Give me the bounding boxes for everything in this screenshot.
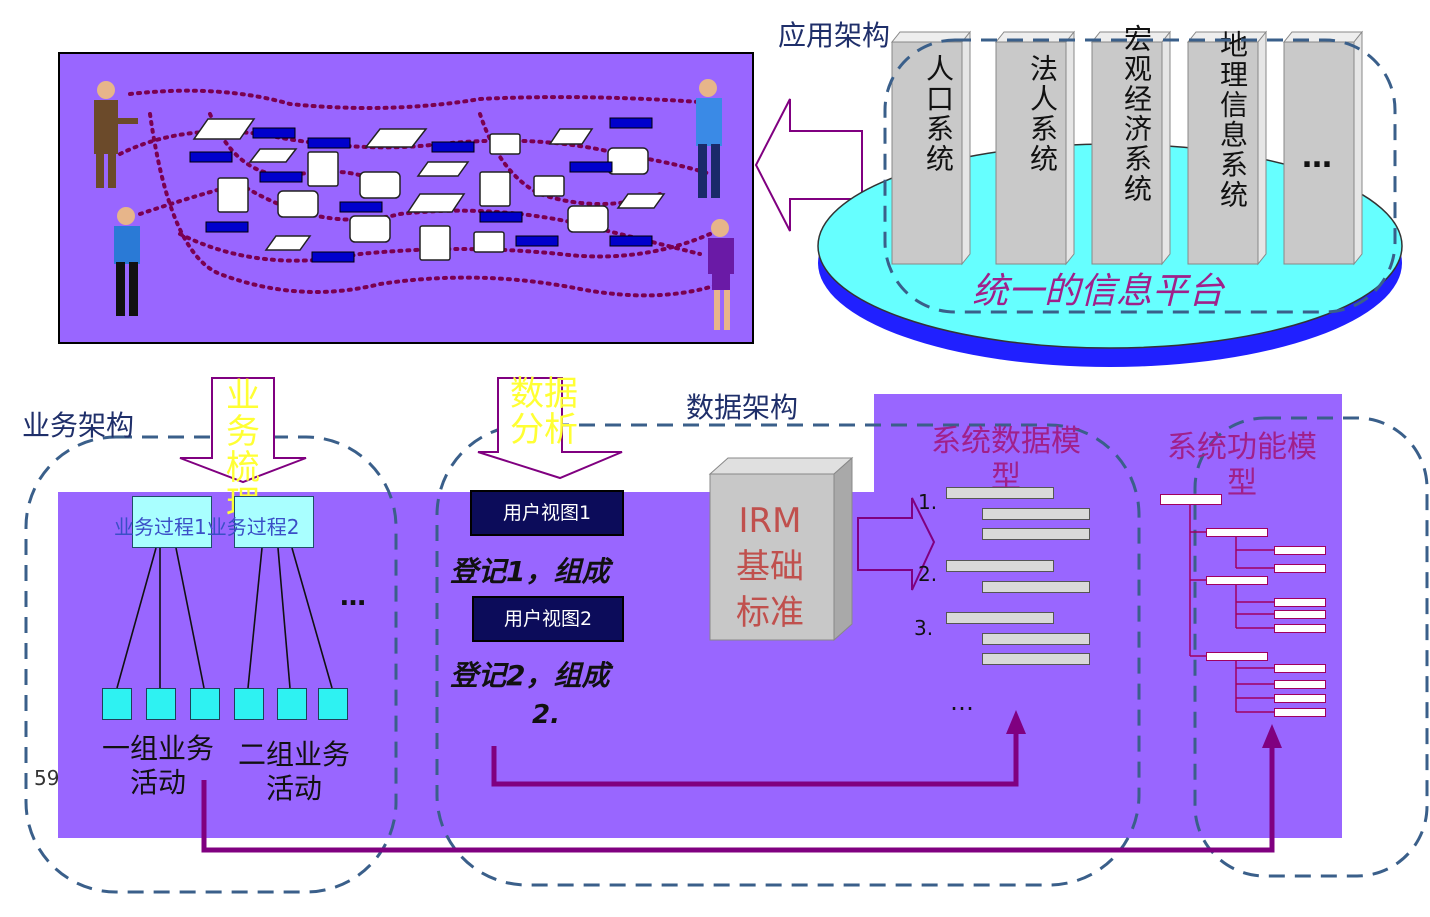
function-leaf-bar	[1274, 664, 1326, 673]
function-node-bar	[1206, 576, 1268, 585]
process-ellipsis: …	[340, 582, 366, 612]
business-process-2	[234, 496, 314, 548]
function-root-bar	[1160, 494, 1222, 505]
lower-panel	[58, 492, 1342, 838]
data-model-bar	[982, 633, 1090, 645]
system-label-legal-person: 法人系统	[1026, 54, 1059, 174]
function-leaf-bar	[1274, 694, 1326, 703]
info-platform-illustration	[817, 30, 1403, 367]
registration-2: 登记2，组成	[450, 659, 610, 692]
system-label-macro-economy: 宏观经济系统	[1120, 24, 1153, 204]
function-leaf-bar	[1274, 598, 1326, 607]
business-process-1	[132, 496, 212, 548]
user-view-1: 用户视图1	[470, 490, 624, 536]
activity-box	[146, 688, 176, 720]
person-icon	[94, 81, 138, 188]
platform-label: 统一的信息平台	[972, 271, 1225, 312]
process-scene-panel	[58, 52, 754, 344]
process-network-illustration	[94, 79, 734, 330]
user-view-2: 用户视图2	[472, 596, 624, 642]
system-function-model-title: 系统功能模型	[1167, 430, 1317, 501]
irm-label: IRM基础标准	[736, 501, 804, 633]
person-icon	[696, 79, 722, 198]
list-number-2: 2.	[918, 562, 938, 586]
function-leaf-bar	[1274, 546, 1326, 555]
business-arch-title: 业务架构	[22, 409, 135, 442]
data-model-bar	[982, 653, 1090, 665]
activity-box	[277, 688, 307, 720]
data-analysis-label: 数据分析	[510, 374, 578, 450]
registration-1: 登记1，组成	[450, 555, 610, 588]
function-leaf-bar	[1274, 610, 1326, 619]
function-leaf-bar	[1274, 564, 1326, 573]
page-number: 59	[34, 766, 60, 790]
function-leaf-bar	[1274, 680, 1326, 689]
activity-box	[102, 688, 132, 720]
person-icon	[114, 207, 140, 316]
system-label-geographic: 地理信息系统	[1216, 30, 1249, 210]
function-leaf-bar	[1274, 708, 1326, 717]
list-more: …	[950, 688, 974, 716]
data-model-bar	[946, 560, 1054, 572]
function-node-bar	[1206, 652, 1268, 661]
system-data-model-title: 系统数据模型	[931, 424, 1081, 495]
business-process-labels: 业务过程1业务过程2	[114, 515, 300, 539]
lower-panel-raised	[874, 394, 1342, 494]
system-label-population: 人口系统	[922, 54, 955, 174]
data-model-bar	[982, 508, 1090, 520]
function-node-bar	[1206, 528, 1268, 537]
activity-box	[318, 688, 348, 720]
activity-group-2: 二组业务活动	[237, 738, 350, 805]
function-leaf-bar	[1274, 624, 1326, 633]
app-arch-title: 应用架构	[778, 19, 891, 52]
system-label-more: …	[1302, 140, 1332, 175]
data-model-bar	[982, 528, 1090, 540]
data-model-bar	[946, 612, 1054, 624]
data-arch-title: 数据架构	[686, 391, 799, 424]
data-model-bar	[982, 581, 1090, 593]
registration-more: 2.	[532, 700, 560, 730]
data-model-bar	[946, 487, 1054, 499]
activity-group-1: 一组业务活动	[101, 732, 214, 799]
activity-box	[190, 688, 220, 720]
list-number-1: 1.	[918, 490, 938, 514]
list-number-3: 3.	[914, 616, 934, 640]
irm-standard-block	[708, 456, 854, 642]
activity-box	[234, 688, 264, 720]
person-icon	[708, 219, 734, 330]
